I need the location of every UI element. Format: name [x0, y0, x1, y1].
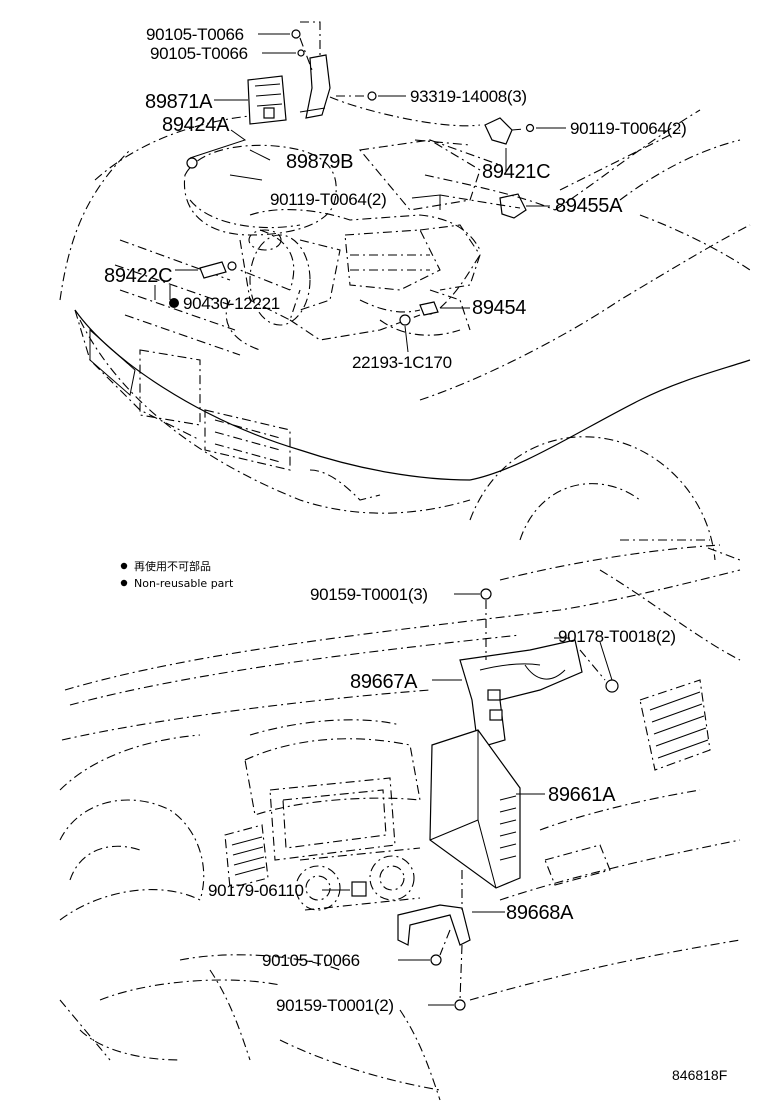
top-labels: 90105-T0066 90105-T0066 89871A 89424A 93…	[104, 25, 687, 372]
callout-89879B: 89879B	[286, 151, 353, 173]
top-leader-lines	[154, 21, 681, 353]
callout-90159-T0001-2: 90159-T0001(2)	[276, 996, 394, 1015]
callout-22193-1C170: 22193-1C170	[352, 353, 452, 372]
drawing-code: 846818F	[672, 1067, 727, 1083]
callout-89424A: 89424A	[162, 114, 230, 136]
callout-89668A: 89668A	[506, 902, 574, 924]
bottom-labels: 90159-T0001(3) 90178-T0018(2) 89667A 896…	[208, 585, 676, 1015]
callout-90178-T0018-2: 90178-T0018(2)	[558, 627, 676, 646]
callout-89454: 89454	[472, 297, 526, 319]
callout-90105-T0066-c: 90105-T0066	[262, 951, 360, 970]
legend-dot-icon	[120, 579, 128, 587]
bottom-parts	[351, 588, 619, 1011]
engine-block	[183, 139, 501, 351]
legend-english: Non-reusable part	[134, 577, 234, 590]
callout-89871A: 89871A	[145, 91, 213, 113]
top-parts	[169, 29, 535, 326]
dashboard-outline	[59, 539, 741, 1101]
non-reusable-mark-icon	[169, 298, 179, 308]
callout-89421C: 89421C	[482, 161, 550, 183]
callout-90430-12221: 90430-12221	[183, 294, 280, 313]
callout-90119-T0064-a: 90119-T0064(2)	[570, 119, 686, 138]
callout-89455A: 89455A	[555, 195, 623, 217]
car-front-outline	[59, 109, 751, 561]
callout-90179-06110: 90179-06110	[208, 881, 304, 900]
callout-90159-T0001-3: 90159-T0001(3)	[310, 585, 428, 604]
callout-89422C: 89422C	[104, 265, 172, 287]
callout-90105-T0066-b: 90105-T0066	[150, 44, 248, 63]
callout-93319-14008: 93319-14008(3)	[410, 87, 527, 106]
callout-89667A: 89667A	[350, 671, 418, 693]
legend: 再使用不可部品 Non-reusable part	[120, 559, 234, 590]
callout-90105-T0066-a: 90105-T0066	[146, 25, 244, 44]
bottom-leader-lines	[322, 593, 613, 1006]
callout-89661A: 89661A	[548, 784, 616, 806]
legend-dot-icon	[120, 562, 128, 570]
callout-90119-T0064-b: 90119-T0064(2)	[270, 190, 386, 209]
legend-japanese: 再使用不可部品	[134, 559, 211, 573]
